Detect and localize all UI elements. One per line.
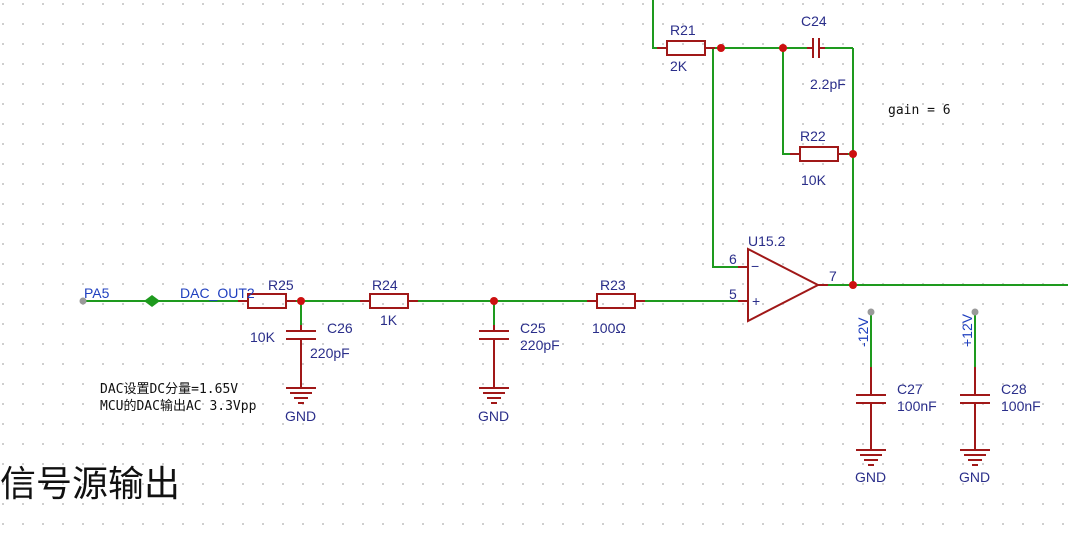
capacitor-c26[interactable] <box>286 325 316 388</box>
c26-value: 220pF <box>310 345 350 361</box>
capacitor-c24[interactable] <box>807 38 825 58</box>
gain-note: gain = 6 <box>888 103 951 118</box>
gnd-label-c25: GND <box>478 408 509 424</box>
r24-value: 1K <box>380 312 398 328</box>
opamp-minus-sign: − <box>751 258 759 274</box>
gnd-label-c27: GND <box>855 469 886 485</box>
note-line-2: MCU的DAC输出AC 3.3Vpp <box>100 398 257 414</box>
gnd-label-c28: GND <box>959 469 990 485</box>
opamp-pin-6: 6 <box>729 251 737 267</box>
r25-value: 10K <box>250 329 276 345</box>
r24-ref: R24 <box>372 277 398 293</box>
net-port-dac-out2[interactable] <box>144 295 160 307</box>
c28-value: 100nF <box>1001 398 1041 414</box>
capacitor-c28[interactable] <box>960 367 990 450</box>
net-label-pa5: PA5 <box>84 285 110 301</box>
c26-ref: C26 <box>327 320 353 336</box>
net-port-pa5[interactable] <box>79 297 87 305</box>
opamp-plus-sign: + <box>752 293 760 309</box>
ground-symbol-c26 <box>286 387 316 404</box>
note-line-1: DAC设置DC分量=1.65V <box>100 382 238 397</box>
r23-value: 100Ω <box>592 320 626 336</box>
capacitor-c25[interactable] <box>479 325 509 388</box>
opamp-ref: U15.2 <box>748 233 786 249</box>
r21-ref: R21 <box>670 22 696 38</box>
c27-ref: C27 <box>897 381 923 397</box>
r23-ref: R23 <box>600 277 626 293</box>
r22-ref: R22 <box>800 128 826 144</box>
resistor-leads <box>238 47 848 302</box>
opamp-pin-7: 7 <box>829 268 837 284</box>
net-port-vneg[interactable] <box>867 308 875 316</box>
c24-value: 2.2pF <box>810 76 846 92</box>
c27-value: 100nF <box>897 398 937 414</box>
net-port-vpos[interactable] <box>971 308 979 316</box>
c24-ref: C24 <box>801 13 827 29</box>
c25-ref: C25 <box>520 320 546 336</box>
c25-value: 220pF <box>520 337 560 353</box>
ground-symbol-c25 <box>479 387 509 404</box>
net-label-dac-out2: DAC_OUT2 <box>180 285 255 301</box>
junction-dots <box>297 44 857 305</box>
ground-symbol-c28 <box>960 449 990 466</box>
page-title: 信号源输出 <box>0 464 180 505</box>
r21-value: 2K <box>670 58 688 74</box>
c28-ref: C28 <box>1001 381 1027 397</box>
opamp-pin-5: 5 <box>729 286 737 302</box>
capacitor-c27[interactable] <box>856 367 886 450</box>
opamp-u15-2[interactable] <box>738 247 828 323</box>
net-label-vneg: -12V <box>855 317 871 347</box>
r25-ref: R25 <box>268 277 294 293</box>
r22-value: 10K <box>801 172 827 188</box>
gnd-label-c26: GND <box>285 408 316 424</box>
net-label-vpos: +12V <box>959 313 975 347</box>
ground-symbol-c27 <box>856 449 886 466</box>
